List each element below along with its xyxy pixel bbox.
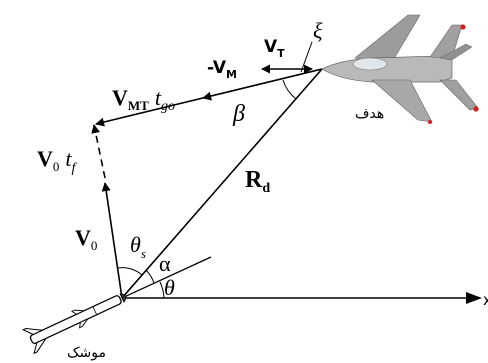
theta-s-arc [117, 267, 143, 276]
target-label: هدف [355, 106, 384, 122]
vt-label: VT [264, 37, 285, 60]
missile-heading-line [121, 256, 212, 299]
v0-tf-vector [91, 124, 106, 179]
minus-vm-vector [202, 68, 323, 101]
jet-aircraft-icon [321, 14, 479, 124]
rd-vector [121, 68, 323, 299]
missile-label: موشک [67, 345, 106, 361]
alpha-label: α [159, 251, 171, 276]
beta-label: β [232, 101, 245, 127]
rd-label: Rd [245, 167, 270, 196]
theta-s-label: θs [130, 232, 146, 261]
v0-label: V0 [75, 225, 97, 253]
theta-arc [159, 281, 165, 299]
alpha-arc [145, 269, 155, 284]
minus-vm-label: -VM [207, 58, 237, 81]
x-axis-label: x [483, 291, 488, 309]
theta-label: θ [164, 275, 175, 300]
beta-arc [282, 79, 297, 100]
xi-pointer [300, 41, 313, 73]
missile-icon [21, 293, 127, 355]
v0-vector [101, 182, 123, 299]
x-axis-arrowhead [466, 292, 482, 304]
xi-label: ξ [313, 18, 323, 43]
